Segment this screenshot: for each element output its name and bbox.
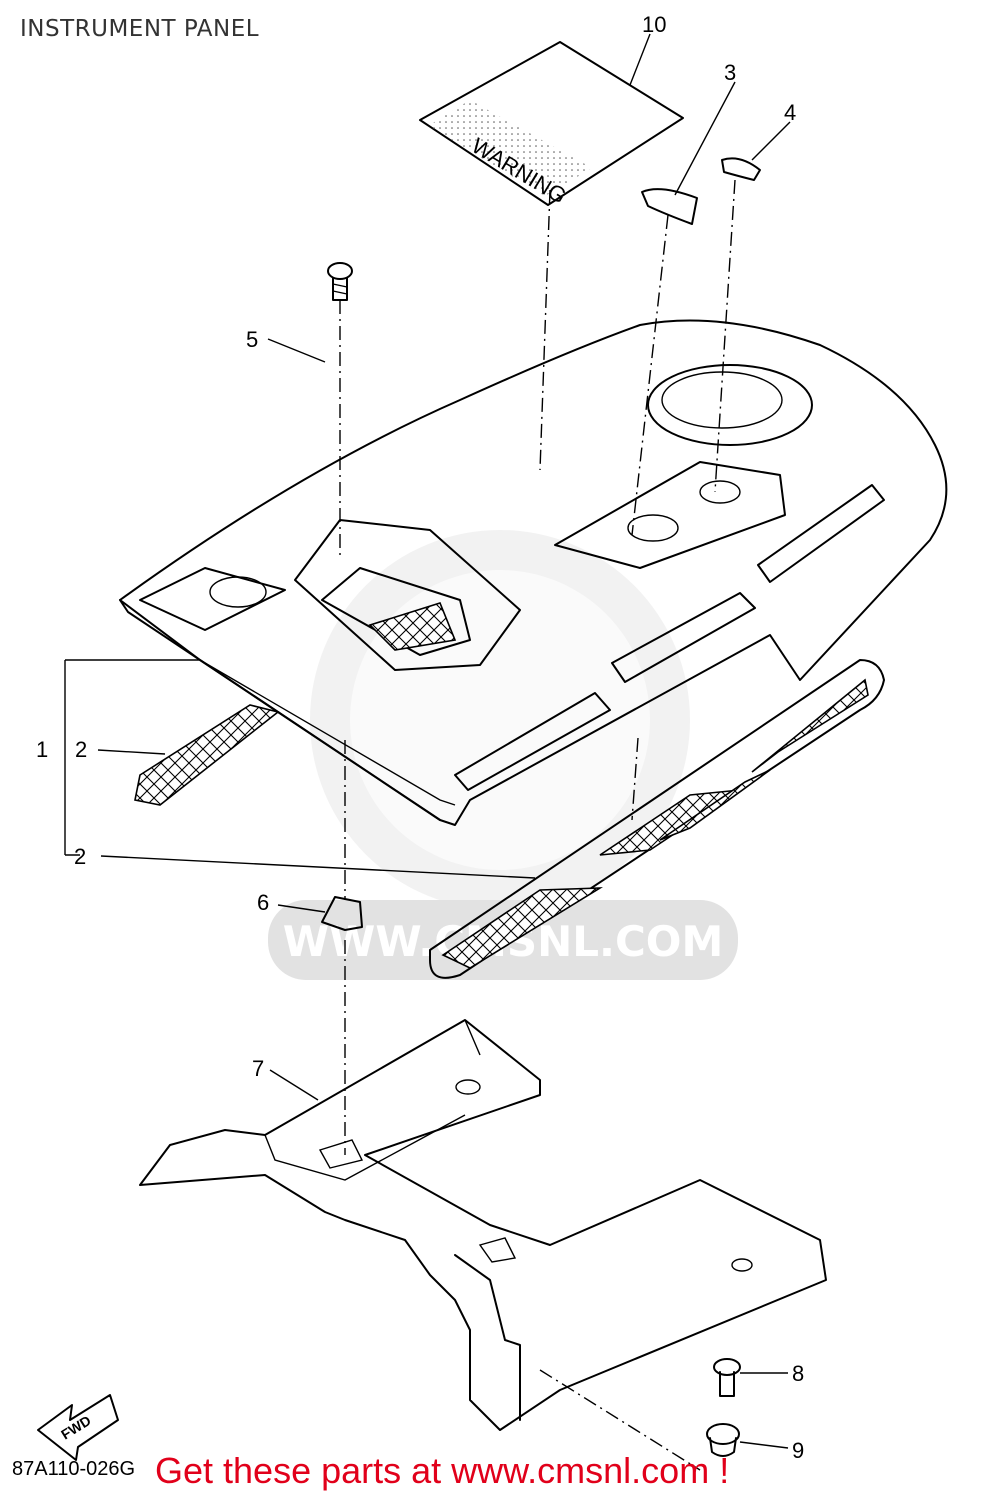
callout-1: 1 (36, 737, 48, 762)
callout-4: 4 (784, 100, 796, 125)
callout-10: 10 (642, 12, 666, 37)
part-2-grille-left (134, 704, 280, 806)
part-4-cap (721, 157, 761, 181)
callout-3: 3 (724, 60, 736, 85)
page-title: INSTRUMENT PANEL (20, 16, 260, 42)
part-8-bolt (713, 1358, 741, 1397)
callout-9: 9 (792, 1438, 804, 1463)
drawing-code: 87A110-026G (12, 1458, 136, 1480)
callout-2-right: 2 (74, 844, 86, 869)
part-5-screw (327, 262, 353, 301)
footer-promo-link[interactable]: Get these parts at www.cmsnl.com ! (155, 1450, 730, 1491)
part-10-decal: WARNING (419, 41, 684, 209)
part-3-cap (641, 188, 698, 225)
watermark: WWW.CMSNL.COM (268, 530, 738, 980)
part-7-bracket (139, 1019, 827, 1431)
callout-6: 6 (257, 890, 269, 915)
callout-2-left: 2 (75, 737, 87, 762)
callout-8: 8 (792, 1361, 804, 1386)
callout-7: 7 (252, 1056, 264, 1081)
part-2-grille-right (429, 659, 885, 979)
part-9-grommet (706, 1423, 740, 1457)
part-6-clip-nut (321, 896, 363, 931)
callout-5: 5 (246, 327, 258, 352)
fwd-arrow-icon: FWD (37, 1394, 119, 1461)
